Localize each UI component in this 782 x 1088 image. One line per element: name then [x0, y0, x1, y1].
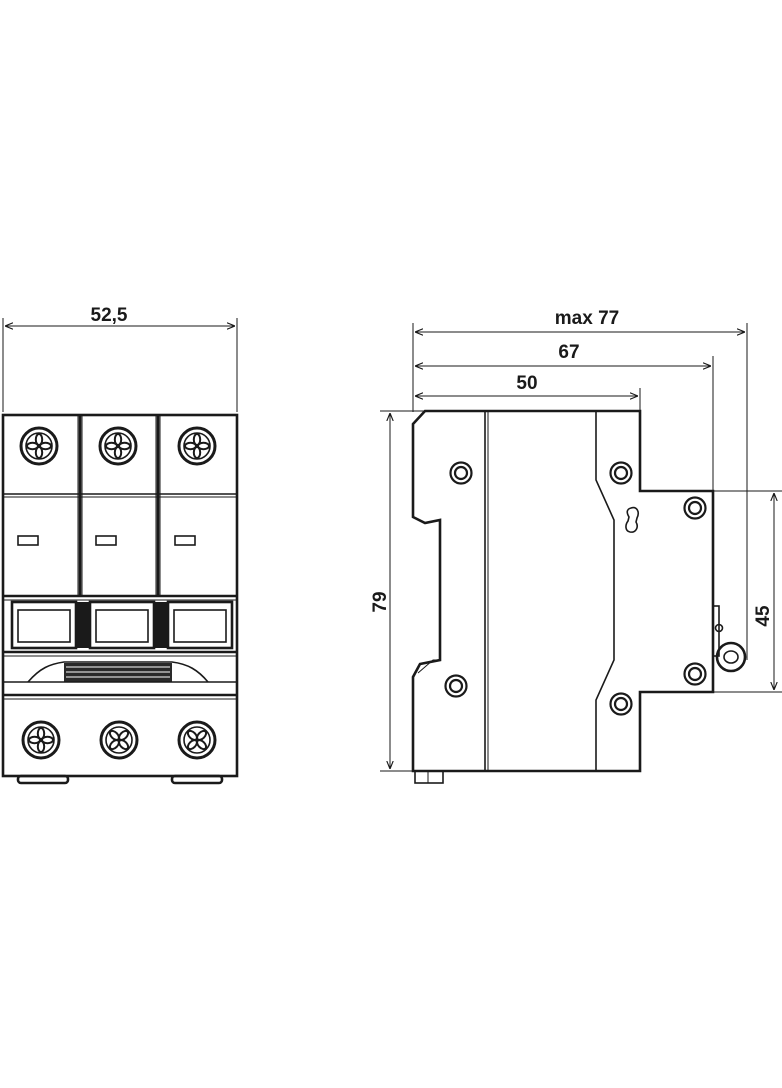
pole-dividers: [77, 415, 161, 596]
depth-67-dimension: 67: [415, 342, 714, 490]
side-rivet-icon: [609, 461, 633, 485]
depth-50-label: 50: [516, 373, 537, 394]
height-79-label: 79: [370, 591, 391, 612]
toggle-levers: [10, 600, 234, 650]
pole-indicator-window: [174, 535, 196, 546]
front-top-screw-icon: [98, 426, 138, 466]
side-clip-foot: [414, 770, 444, 784]
rail-height-45-dimension: 45: [714, 490, 782, 693]
front-top-screw-icon: [19, 426, 59, 466]
side-slot-icon: [625, 506, 639, 533]
side-rivet-icon: [444, 674, 468, 698]
front-top-screw-icon: [177, 426, 217, 466]
front-bottom-screw-icon: [177, 720, 217, 760]
front-bottom-screw-icon: [21, 720, 61, 760]
front-foot: [170, 774, 224, 785]
side-adjuster-icon: [712, 605, 747, 673]
depth-67-label: 67: [558, 342, 579, 363]
front-width-dimension: 52,5: [2, 305, 238, 412]
side-rivet-icon: [683, 496, 707, 520]
front-view: 52,5: [1, 305, 239, 785]
rail-height-45-label: 45: [753, 605, 774, 627]
depth-50-dimension: 50: [415, 373, 641, 410]
side-rivet-icon: [449, 461, 473, 485]
max-depth-label: max 77: [555, 308, 619, 329]
din-clip: [27, 661, 209, 683]
side-body-outline: [411, 409, 715, 773]
side-rivet-icon: [609, 692, 633, 716]
front-bottom-screw-icon: [99, 720, 139, 760]
side-view: max 77 67 50 79 45: [370, 308, 782, 784]
pole-indicator-window: [95, 535, 117, 546]
max-depth-dimension: max 77: [412, 308, 748, 660]
pole-indicator-window: [17, 535, 39, 546]
front-width-label: 52,5: [91, 305, 128, 326]
side-rivet-icon: [683, 662, 707, 686]
height-79-dimension: 79: [370, 410, 425, 772]
front-foot: [16, 774, 70, 785]
